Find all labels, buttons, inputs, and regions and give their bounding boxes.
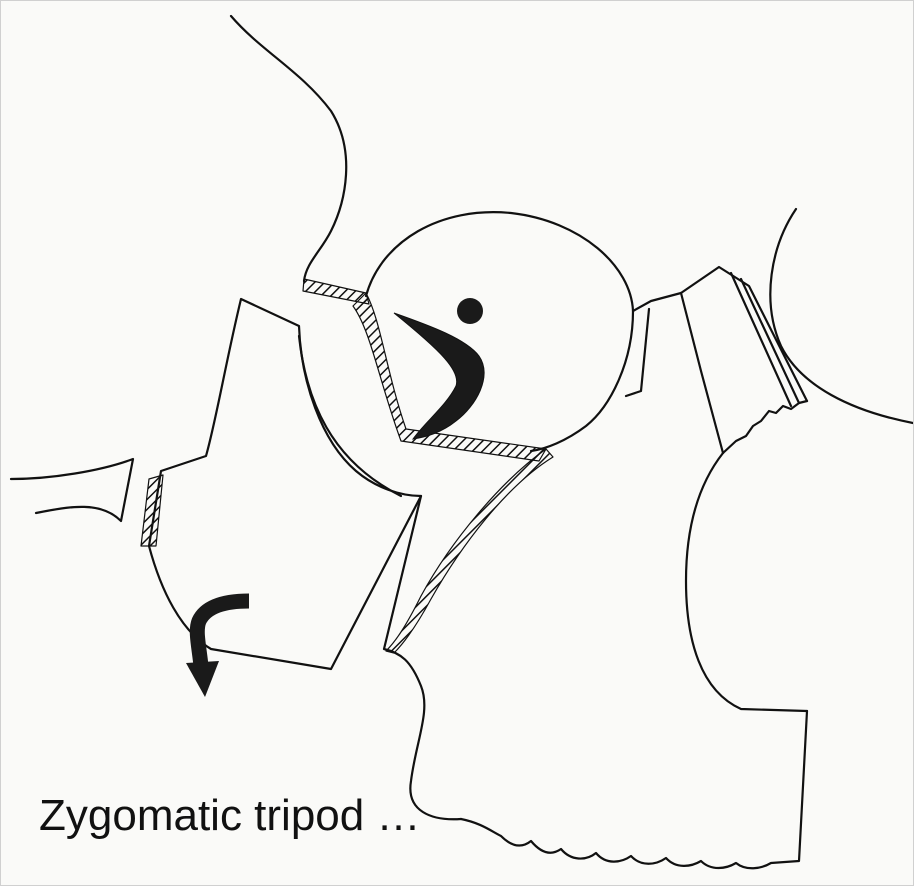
far-right-curve: [770, 209, 913, 423]
right-lower-outline: [686, 453, 807, 711]
bottom-wavy-outline: [461, 711, 807, 868]
right-block-inner-line: [731, 273, 791, 406]
diagram-caption: Zygomatic tripod …: [39, 791, 420, 841]
dot-icon: [457, 298, 483, 324]
orbit-outline: [366, 212, 633, 451]
chevron-mark-icon: [394, 313, 484, 439]
upper-contour-line: [231, 16, 346, 281]
hatched-suture-left: [141, 475, 163, 546]
hatched-suture-lateral: [386, 449, 553, 653]
bridge-line: [626, 293, 681, 396]
hatched-suture-orbital-floor: [353, 293, 546, 461]
right-block-left-edge: [681, 293, 723, 453]
left-wedge-outline: [11, 459, 133, 521]
serrated-edge: [723, 401, 807, 453]
